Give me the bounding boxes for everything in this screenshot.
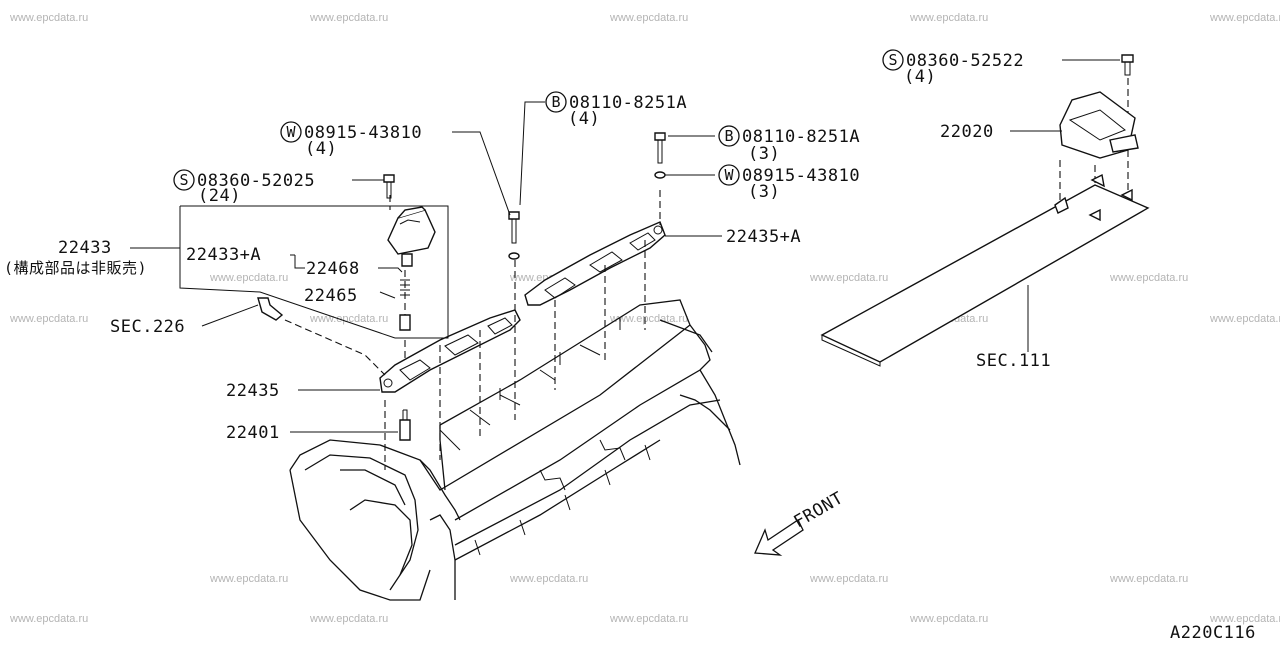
part-number: 08110-8251A	[742, 127, 860, 147]
ignition-coil-drawing	[257, 206, 436, 441]
label-22435a[interactable]: 22435+A	[726, 227, 801, 247]
hardware-drawing	[383, 54, 1134, 260]
part-number: 08360-52522	[906, 51, 1024, 71]
part-number: 08360-52025	[197, 171, 315, 191]
watermark: www.epcdata.ru	[809, 272, 888, 284]
prefix-s-icon: S	[888, 51, 897, 69]
watermark: www.epcdata.ru	[809, 573, 888, 585]
watermark: www.epcdata.ru	[9, 12, 88, 24]
plate-22435-drawing	[379, 309, 521, 393]
label-22435[interactable]: 22435	[226, 381, 280, 401]
prefix-w-icon: W	[286, 123, 296, 141]
front-label: FRONT	[791, 488, 847, 532]
part-number: 08110-8251A	[569, 93, 687, 113]
label-coil-note: (構成部品は非販売)	[4, 259, 147, 277]
watermark: www.epcdata.ru	[509, 573, 588, 585]
watermark: www.epcdata.ru	[309, 613, 388, 625]
module-22020-drawing	[1059, 91, 1139, 159]
plate-22435a-drawing	[524, 221, 666, 306]
label-22465[interactable]: 22465	[304, 286, 358, 306]
watermark: www.epcdata.ru	[9, 613, 88, 625]
callout-washer-left[interactable]: W 08915-43810 (4)	[280, 121, 422, 159]
diagram-code: A220C116	[1170, 623, 1256, 640]
cylinder-head-drawing	[289, 299, 741, 601]
watermark: www.epcdata.ru	[909, 12, 988, 24]
label-22020[interactable]: 22020	[940, 122, 994, 142]
prefix-s-icon: S	[179, 171, 188, 189]
watermark: www.epcdata.ru	[209, 573, 288, 585]
part-qty: (4)	[305, 139, 337, 159]
prefix-b-icon: B	[724, 127, 733, 145]
callout-bolt-left[interactable]: B 08110-8251A (4)	[545, 91, 687, 129]
label-22433a[interactable]: 22433+A	[186, 245, 261, 265]
label-22401[interactable]: 22401	[226, 423, 280, 443]
label-22468[interactable]: 22468	[306, 259, 360, 279]
plate-sec111-drawing	[820, 173, 1150, 367]
label-sec111[interactable]: SEC.111	[976, 351, 1051, 371]
front-arrow: FRONT	[754, 488, 847, 556]
part-qty: (3)	[748, 144, 780, 164]
watermark: www.epcdata.ru	[309, 313, 388, 325]
part-qty: (3)	[748, 182, 780, 202]
watermark: www.epcdata.ru	[1209, 313, 1280, 325]
callout-bolt-right[interactable]: B 08110-8251A (3)	[718, 125, 860, 164]
part-qty: (4)	[904, 67, 936, 87]
watermark: www.epcdata.ru	[1209, 613, 1280, 625]
leader-lines	[130, 59, 1120, 433]
watermark-layer: www.epcdata.ru www.epcdata.ru www.epcdat…	[9, 12, 1280, 625]
watermark: www.epcdata.ru	[1109, 573, 1188, 585]
label-22433[interactable]: 22433	[58, 238, 112, 258]
part-qty: (24)	[198, 186, 241, 206]
callout-screw-coil[interactable]: S 08360-52025 (24)	[173, 169, 315, 206]
callout-screw-module[interactable]: S 08360-52522 (4)	[882, 49, 1024, 87]
part-number: 08915-43810	[304, 123, 422, 143]
prefix-w-icon: W	[724, 166, 734, 184]
watermark: www.epcdata.ru	[609, 313, 688, 325]
label-sec226[interactable]: SEC.226	[110, 317, 185, 337]
watermark: www.epcdata.ru	[9, 313, 88, 325]
part-qty: (4)	[568, 109, 600, 129]
callout-washer-right[interactable]: W 08915-43810 (3)	[718, 164, 860, 202]
watermark: www.epcdata.ru	[909, 613, 988, 625]
watermark: www.epcdata.ru	[609, 613, 688, 625]
part-number: 08915-43810	[742, 166, 860, 186]
watermark: www.epcdata.ru	[309, 12, 388, 24]
watermark: www.epcdata.ru	[1209, 12, 1280, 24]
watermark: www.epcdata.ru	[609, 12, 688, 24]
prefix-b-icon: B	[551, 93, 560, 111]
watermark: www.epcdata.ru	[1109, 272, 1188, 284]
watermark: www.epcdata.ru	[209, 272, 288, 284]
